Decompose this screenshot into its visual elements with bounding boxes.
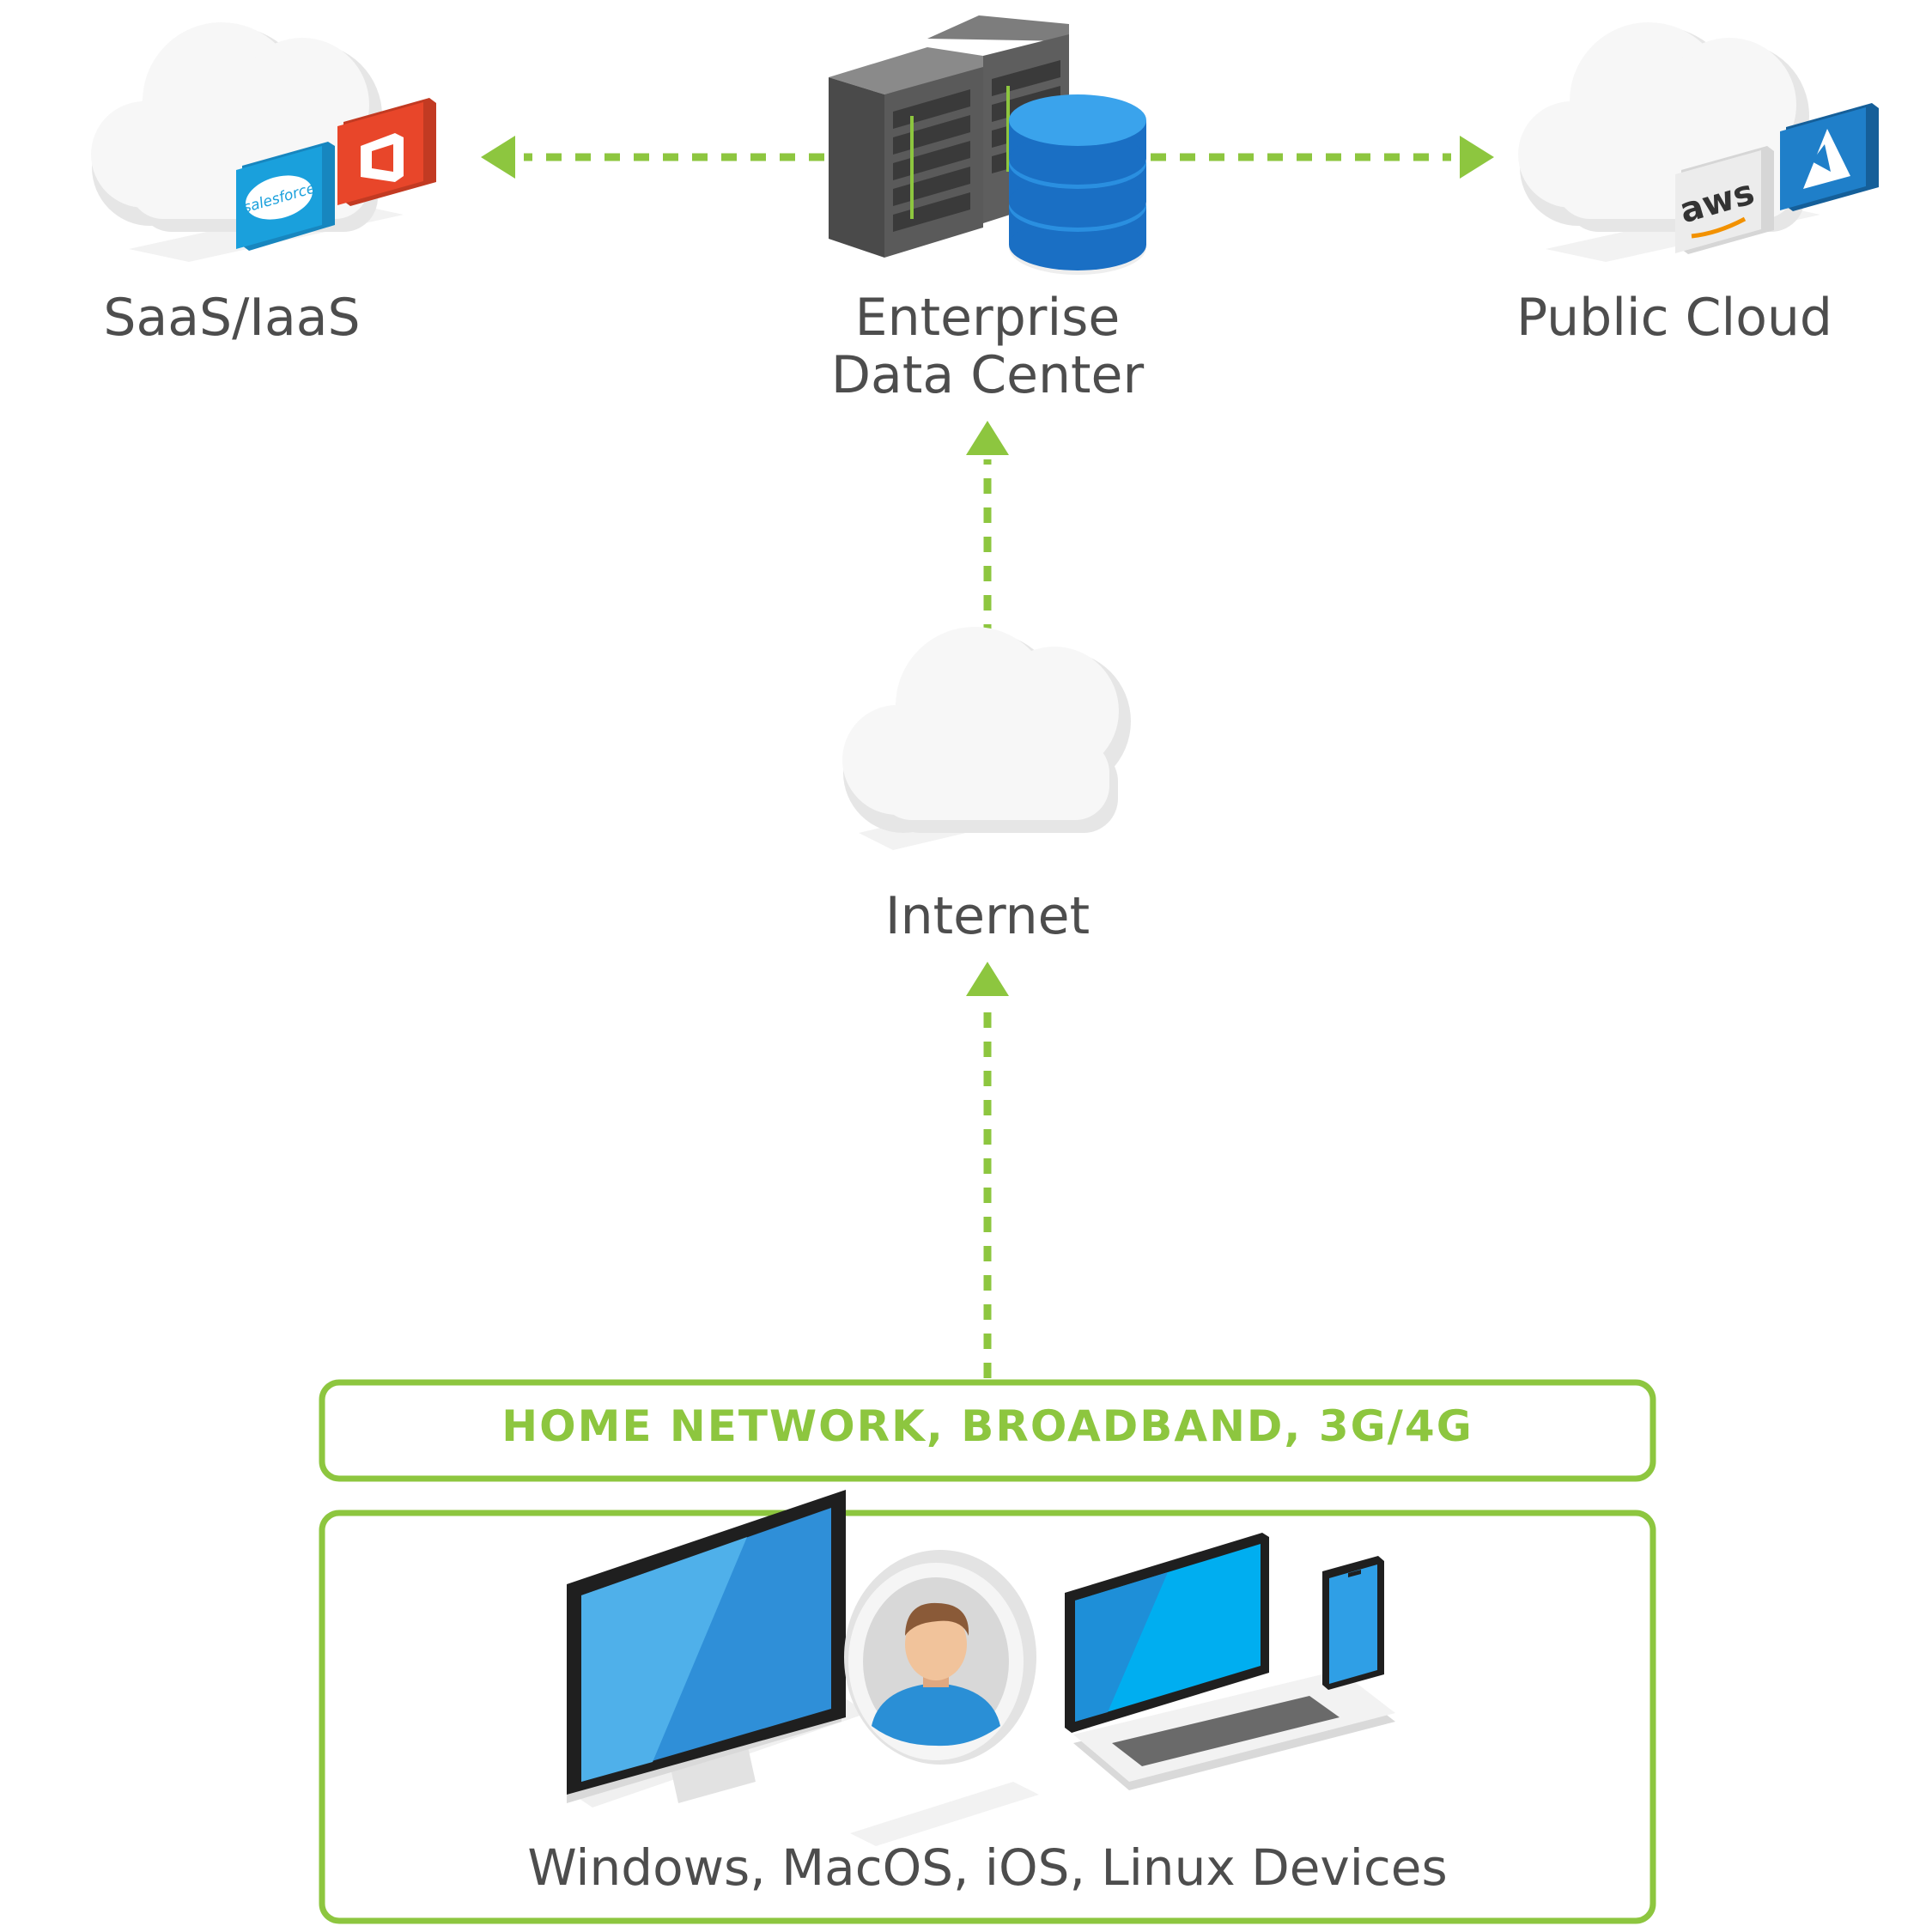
- internet-label: Internet: [885, 886, 1090, 946]
- network-banner: [319, 1379, 1656, 1482]
- connector-datacenter-to-saas: [481, 136, 824, 179]
- svg-text:Public Cloud: Public Cloud: [1516, 288, 1832, 348]
- azure-logo-icon: [1780, 103, 1879, 211]
- database-icon: [1009, 94, 1146, 275]
- arrow-right-icon: [1460, 136, 1494, 179]
- devices-label: Windows, MacOS, iOS, Linux Devices: [527, 1838, 1447, 1897]
- user-avatar-icon: [844, 1550, 1039, 1846]
- arrow-up-icon: [966, 421, 1009, 455]
- public-cloud-icon: [1518, 22, 1820, 262]
- phone-icon: [1322, 1556, 1384, 1690]
- datacenter-label: Enterprise Data Center: [831, 288, 1145, 405]
- arrow-left-icon: [481, 136, 515, 179]
- connector-internet-to-datacenter: [966, 421, 1009, 640]
- network-banner-label: HOME NETWORK, BROADBAND, 3G/4G: [501, 1401, 1473, 1451]
- arrow-up-icon: [966, 962, 1009, 996]
- connector-datacenter-to-public-cloud: [1151, 136, 1494, 179]
- desktop-monitor-icon: [567, 1490, 867, 1807]
- svg-text:Enterprise: Enterprise: [855, 288, 1121, 348]
- internet-cloud-icon: [842, 627, 1131, 850]
- svg-text:Windows, MacOS, iOS, Linux Dev: Windows, MacOS, iOS, Linux Devices: [527, 1838, 1447, 1897]
- svg-text:Data Center: Data Center: [831, 345, 1145, 405]
- salesforce-logo-icon: salesforce: [236, 142, 335, 251]
- connector-network-to-internet: [966, 962, 1009, 1378]
- aws-logo-icon: aws: [1675, 146, 1774, 254]
- svg-text:Internet: Internet: [885, 886, 1090, 946]
- laptop-icon: [1065, 1533, 1395, 1790]
- office-logo-icon: [337, 98, 436, 206]
- saas-label: SaaS/IaaS: [103, 288, 360, 348]
- public-cloud-label: Public Cloud: [1516, 288, 1832, 348]
- svg-text:SaaS/IaaS: SaaS/IaaS: [103, 288, 360, 348]
